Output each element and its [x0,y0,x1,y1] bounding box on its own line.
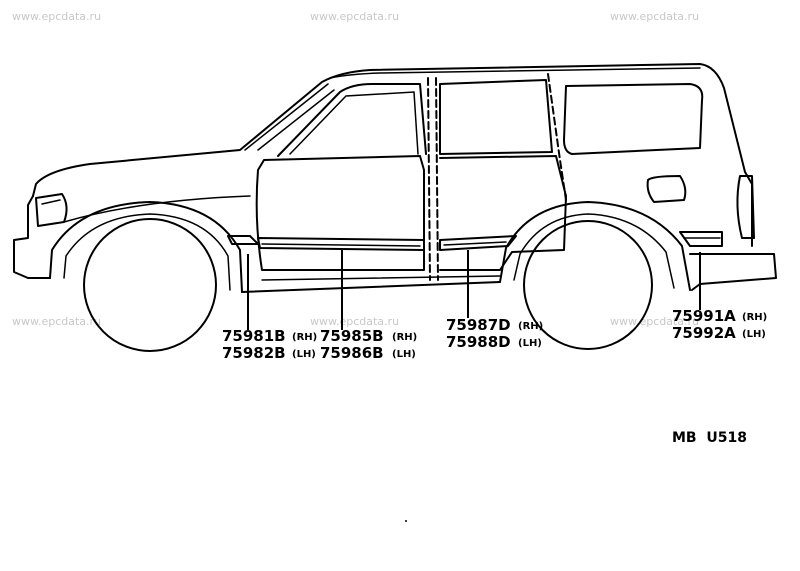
part-number-rh: 75985B [320,327,384,345]
front-wheel [83,218,217,352]
side-label-rh: (RH) [742,312,767,323]
rocker-panel [241,281,501,293]
side-label-lh: (LH) [742,329,766,340]
rear-wheel-arch [499,201,691,291]
rear-door-outline [439,155,567,271]
rear-bumper [689,253,777,291]
headlight-lens [41,199,61,205]
part-number-rh: 75981B [222,327,286,345]
side-label-rh: (RH) [518,321,543,332]
side-label-rh: (RH) [292,332,317,343]
front-wheel-arch [49,201,243,293]
moulding-quarter [679,231,723,247]
vehicle-body [13,63,777,352]
side-label-rh: (RH) [392,332,417,343]
part-number-lh: 75986B [320,344,384,362]
fender-crease [63,195,251,223]
watermarks: www.epcdata.ru www.epcdata.ru www.epcdat… [12,10,699,328]
side-mouldings [227,231,723,251]
watermark-1: www.epcdata.ru [12,10,101,23]
body-outline [32,63,753,247]
watermark-2: www.epcdata.ru [310,10,399,23]
fuel-lid [646,175,687,203]
moulding-front-door-line [261,243,421,247]
callout-quarter: 75991A (RH) 75992A (LH) [672,307,767,342]
roof-rail [329,67,701,79]
leader-lines [247,250,701,330]
rear-wheel [523,220,653,350]
tail-lamp [736,175,755,239]
callout-front-door: 75985B (RH) 75986B (LH) [320,327,417,362]
part-number-lh: 75982B [222,344,286,362]
part-number-rh: 75987D [446,316,511,334]
front-door-window [277,83,427,157]
moulding-rear-door [439,235,517,251]
front-door-window-inner [289,91,419,155]
side-label-lh: (LH) [392,349,416,360]
watermark-4: www.epcdata.ru [12,315,101,328]
front-nose [13,195,51,279]
side-label-lh: (LH) [518,338,542,349]
callout-front-fender: 75981B (RH) 75982B (LH) [222,327,317,362]
watermark-5: www.epcdata.ru [310,315,399,328]
watermark-6: www.epcdata.ru [610,315,699,328]
part-number-rh: 75991A [672,307,736,325]
rear-door-window [439,79,553,155]
front-wheel-arch-inner [63,213,231,291]
part-number-lh: 75988D [446,333,511,351]
watermark-3: www.epcdata.ru [610,10,699,23]
moulding-front-door [257,237,425,251]
windshield-frame [244,83,335,151]
diagram-code: MB U518 [672,430,747,446]
rear-wheel-arch-inner [513,213,675,289]
headlight [35,193,68,227]
side-label-lh: (LH) [292,349,316,360]
quarter-window [563,83,704,155]
front-door-outline [255,155,425,271]
part-number-lh: 75992A [672,324,736,342]
rocker-lower [261,275,501,281]
b-pillar [427,77,439,281]
callout-rear-door: 75987D (RH) 75988D (LH) [446,316,543,351]
moulding-rear-door-line [443,241,507,246]
stray-dot [405,520,407,522]
moulding-front-fender [227,235,259,245]
